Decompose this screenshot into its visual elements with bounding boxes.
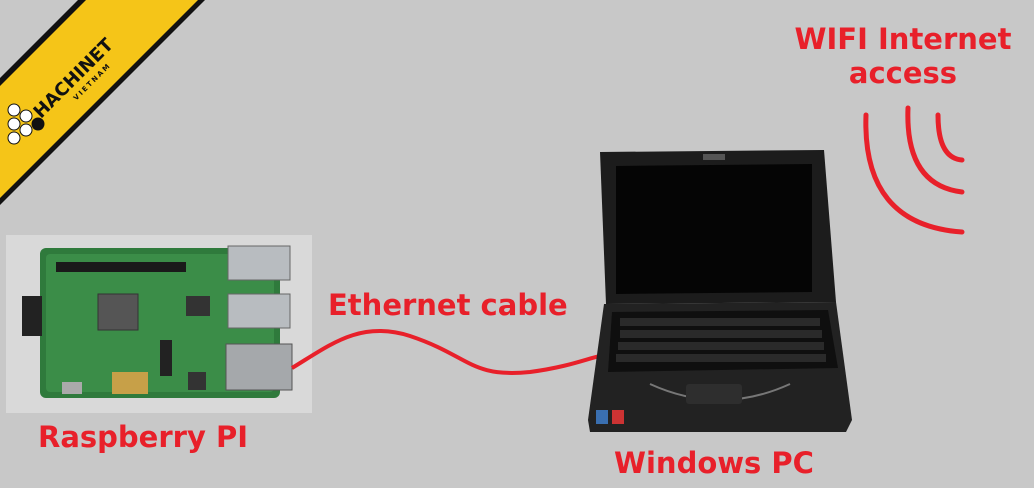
honeycomb-icon: [7, 103, 45, 145]
windows-pc-label: Windows PC: [614, 446, 814, 480]
wifi-label-line1: WIFI Internet: [794, 22, 1012, 56]
wifi-internet-label: WIFI Internet access: [788, 22, 1018, 90]
wifi-label-line2: access: [848, 56, 958, 90]
ethernet-cable-label: Ethernet cable: [328, 288, 568, 322]
laptop: [588, 150, 852, 432]
raspberry-pi-board: [6, 235, 312, 413]
wifi-signal-icon: [863, 105, 965, 235]
ethernet-cable: [290, 329, 611, 375]
hachinet-logo: HACHINET VIETNAM: [0, 0, 205, 205]
raspberry-pi-label: Raspberry PI: [38, 420, 248, 454]
